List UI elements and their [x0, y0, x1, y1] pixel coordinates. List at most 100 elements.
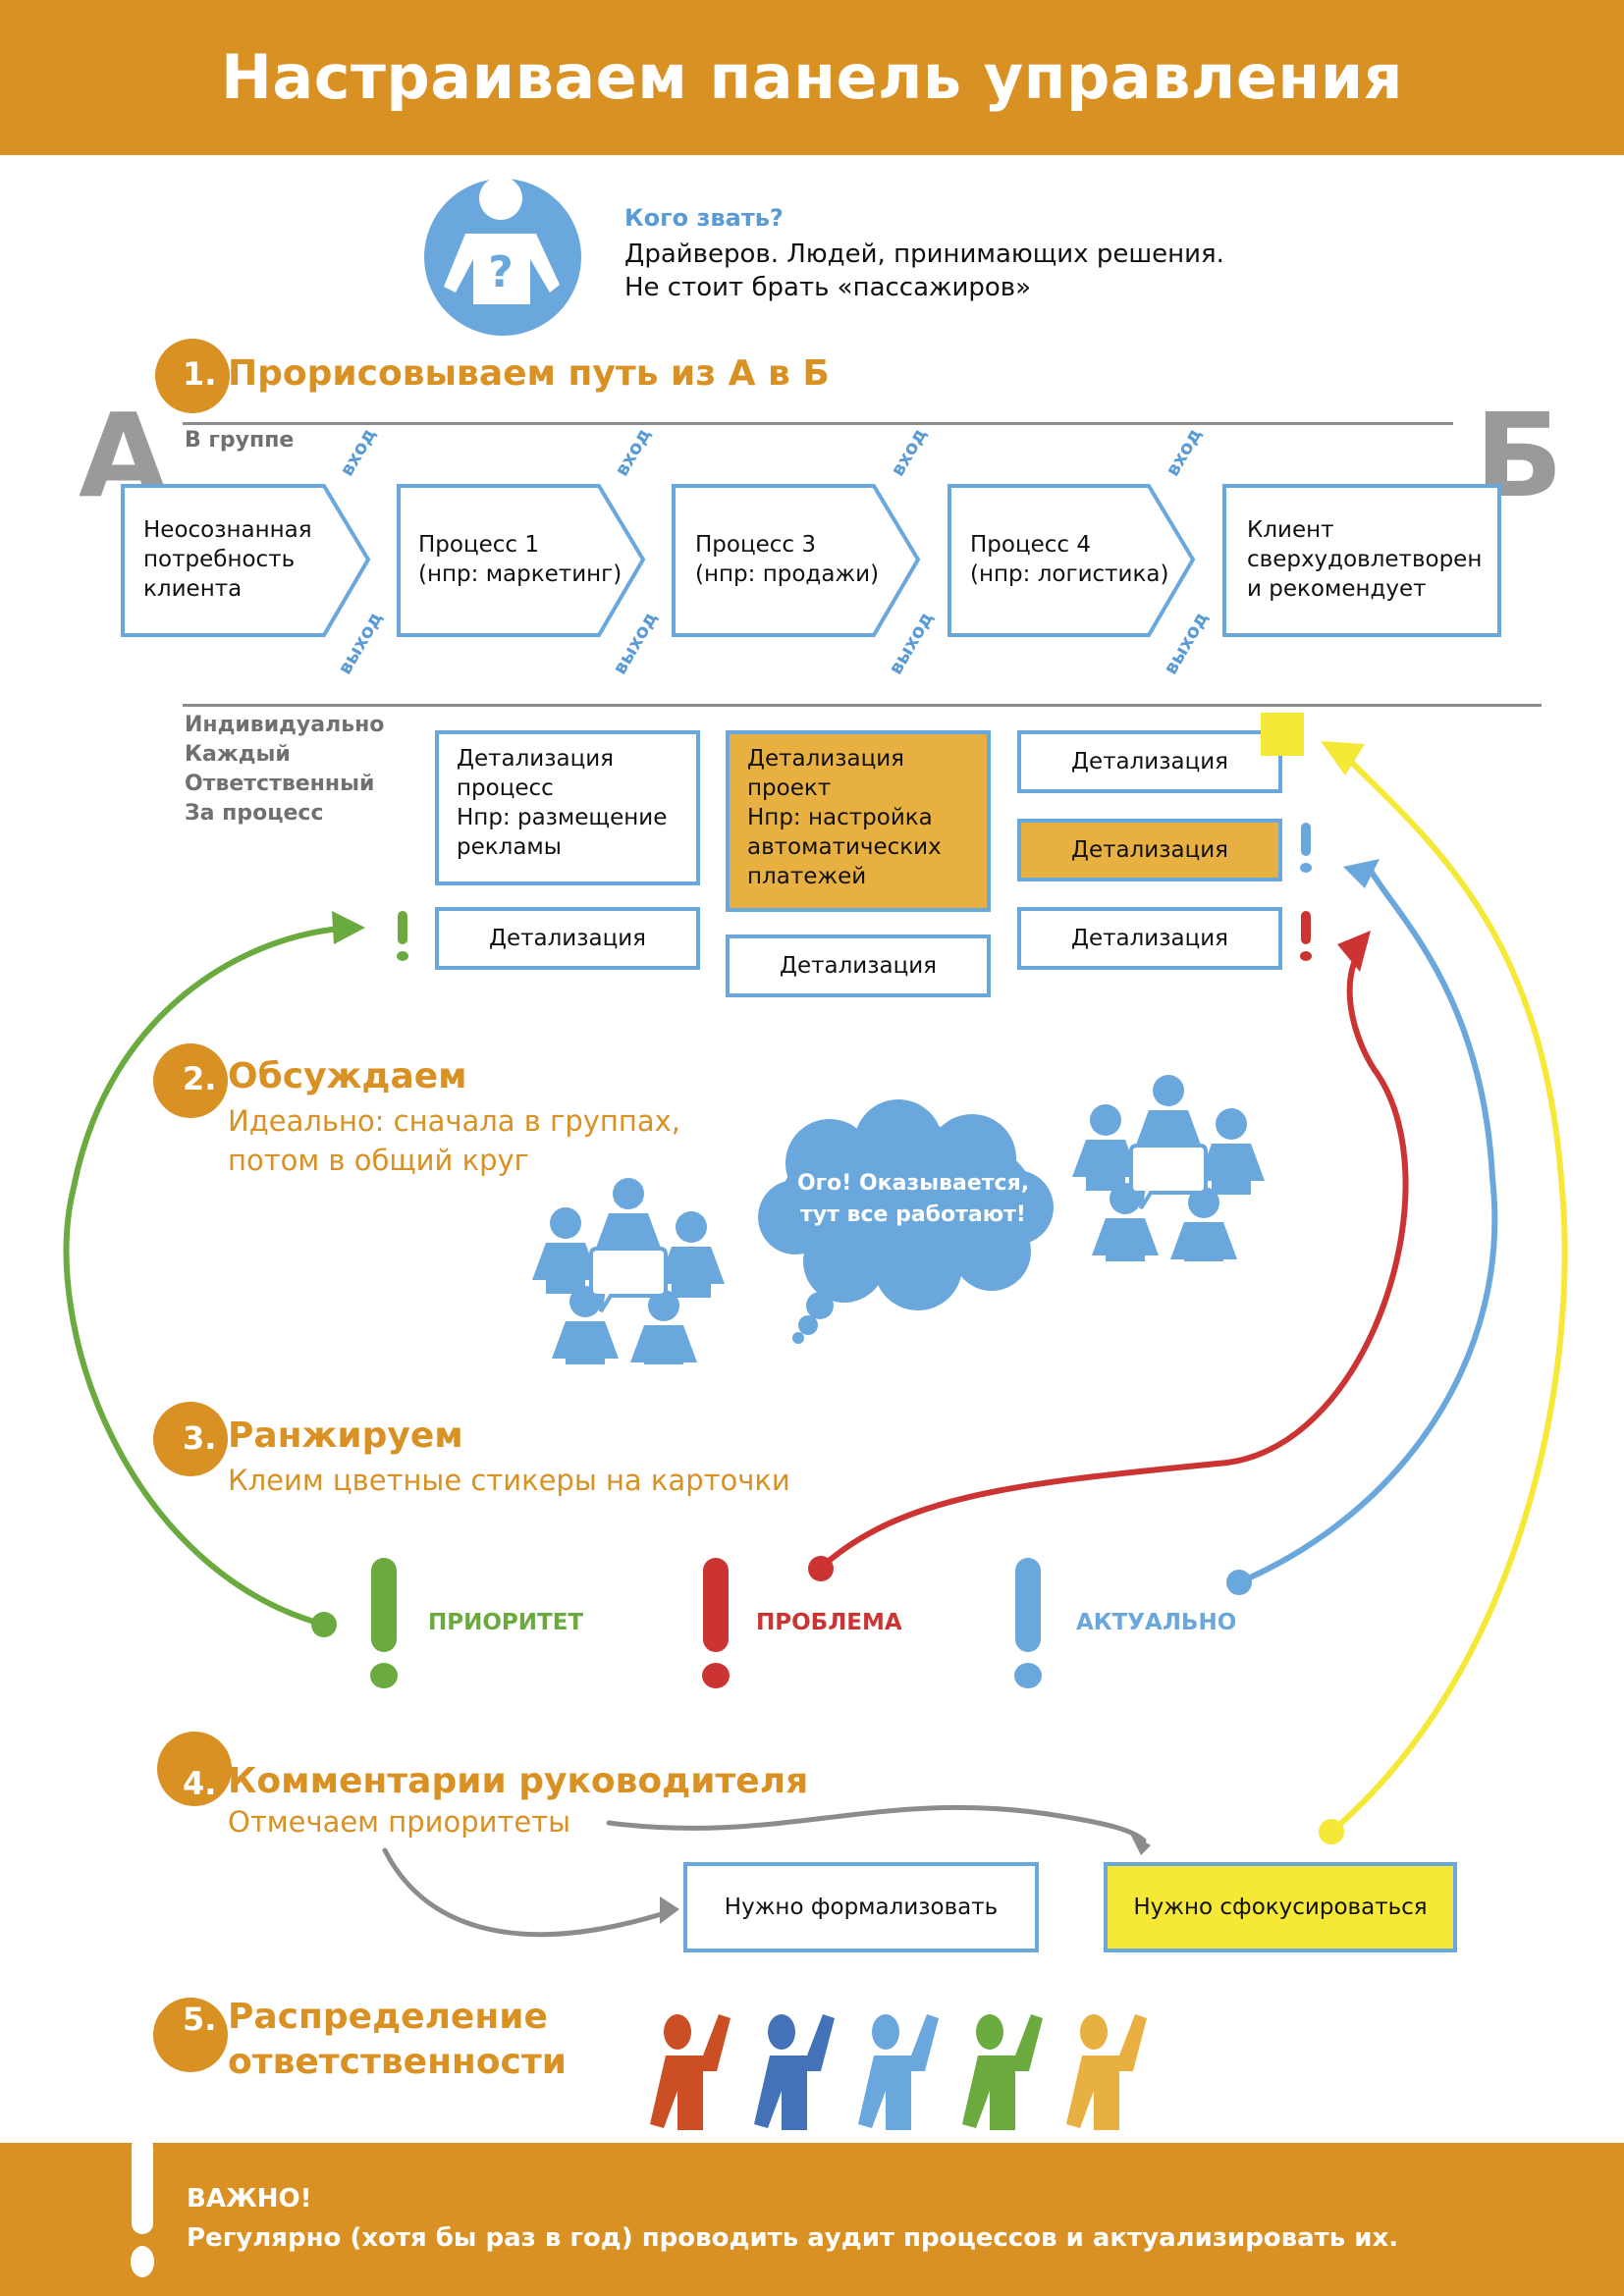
card-line: процесс [457, 775, 554, 801]
green-arrow-start-dot [311, 1612, 337, 1637]
group-label: В группе [185, 428, 295, 453]
divider-individual [183, 704, 1542, 707]
detail-card[interactable]: Детализация [726, 934, 991, 997]
gray-arrowhead-formalize [660, 1896, 679, 1924]
footer-title: ВАЖНО! [187, 2184, 312, 2214]
step-5-title: Распределение [228, 1997, 548, 2037]
output-label: выход [334, 608, 387, 679]
raised-hand-person-icon [1066, 2014, 1147, 2130]
focus-card[interactable]: Нужно сфокусироваться [1104, 1862, 1457, 1952]
raised-hand-person-icon [858, 2014, 939, 2130]
individual-label-line: Каждый [185, 742, 291, 767]
process-1-text: Процесс 1 (нпр: маркетинг) [418, 530, 622, 589]
group-discussion-icon [1072, 1075, 1265, 1261]
process-3-line: Процесс 4 [970, 532, 1092, 558]
step-5-badge [153, 1998, 228, 2072]
gray-arrowhead-focus [1129, 1832, 1151, 1855]
process-0-line: клиента [143, 576, 243, 602]
step-4-number: 4. [183, 1765, 217, 1802]
output-label: выход [1160, 608, 1213, 679]
step-1-number: 1. [183, 355, 217, 393]
yellow-arrowhead [1321, 741, 1365, 775]
green-exclamation-icon [397, 911, 408, 961]
formalize-card[interactable]: Нужно формализовать [683, 1862, 1039, 1952]
process-0-line: потребность [143, 547, 296, 572]
step-1-badge [155, 339, 230, 413]
raised-hand-person-icon [650, 2014, 731, 2130]
sticker-label-priority: ПРИОРИТЕТ [428, 1610, 584, 1635]
step-5-title-line-2: ответственности [228, 2042, 567, 2082]
yellow-arrow [1328, 753, 1568, 1835]
step-4-badge [157, 1732, 232, 1806]
step-4-title: Комментарии руководителя [228, 1761, 809, 1801]
raised-hand-person-icon [754, 2014, 835, 2130]
step-1-title: Прорисовываем путь из А в Б [228, 353, 830, 394]
unknown-person-icon: ? [424, 177, 581, 336]
yellow-arrow-start-dot [1319, 1819, 1344, 1844]
process-3-line: (нпр: логистика) [970, 561, 1169, 587]
output-label: выход [885, 608, 938, 679]
sticker-label-problem: ПРОБЛЕМА [756, 1610, 902, 1635]
gray-arrow-to-focus [606, 1804, 1147, 1843]
cloud-text: Ого! Оказывается, тут все работают! [776, 1168, 1051, 1231]
card-line: автоматических [747, 834, 942, 860]
step-5-number: 5. [183, 2001, 217, 2038]
blue-arrow-start-dot [1226, 1570, 1252, 1595]
individual-label-line: Индивидуально [185, 713, 385, 737]
process-2-text: Процесс 3 (нпр: продажи) [695, 530, 879, 589]
process-4-line: сверхудовлетворен [1247, 547, 1483, 572]
card-line: Детализация [747, 746, 905, 772]
card-line: Нпр: размещение [457, 805, 668, 830]
process-4-text: Клиент сверхудовлетворен и рекомендует [1247, 515, 1482, 604]
footer-text: Регулярно (хотя бы раз в год) проводить … [187, 2223, 1399, 2253]
card-line: Детализация [457, 746, 615, 772]
card-line: рекламы [457, 834, 562, 860]
gray-arrow-to-formalize [382, 1847, 671, 1938]
detail-card[interactable]: Детализация [435, 907, 700, 970]
process-3-text: Процесс 4 (нпр: логистика) [970, 530, 1168, 589]
who-answer-line-2: Не стоит брать «пассажиров» [624, 273, 1031, 302]
priority-exclamation-icon [370, 1558, 398, 1688]
process-2-line: (нпр: продажи) [695, 561, 880, 587]
blue-arrowhead [1343, 859, 1380, 888]
page-title: Настраиваем панель управления [221, 41, 1403, 113]
individual-label-line: За процесс [185, 801, 324, 826]
step-3-title: Ранжируем [228, 1415, 463, 1456]
responsible-people [638, 2012, 1188, 2130]
subtitle-line: Идеально: сначала в группах, [228, 1104, 680, 1138]
detail-card-project[interactable]: Детализация проект Нпр: настройка автома… [726, 730, 991, 912]
output-label: выход [609, 608, 662, 679]
red-arrow-start-dot [808, 1556, 834, 1581]
raised-hand-person-icon [962, 2014, 1043, 2130]
step-2-title: Обсуждаем [228, 1056, 467, 1096]
step-3-subtitle: Клеим цветные стикеры на карточки [228, 1464, 790, 1497]
process-4-line: Клиент [1247, 517, 1334, 543]
process-1-line: Процесс 1 [418, 532, 540, 558]
green-arrow [63, 925, 356, 1628]
detail-card[interactable]: Детализация [1017, 907, 1282, 970]
red-arrowhead [1337, 931, 1371, 972]
detail-card-process[interactable]: Детализация процесс Нпр: размещение рекл… [435, 730, 700, 885]
detail-card[interactable]: Детализация [1017, 819, 1282, 881]
step-2-number: 2. [183, 1060, 217, 1097]
individual-label: Индивидуально Каждый Ответственный За пр… [185, 711, 384, 828]
footer-bar [0, 2143, 1624, 2296]
process-2-line: Процесс 3 [695, 532, 817, 558]
who-question: Кого звать? [624, 204, 784, 232]
header-bar [0, 0, 1624, 155]
detail-card[interactable]: Детализация [1017, 730, 1282, 793]
process-1-line: (нпр: маркетинг) [418, 561, 623, 587]
process-0-text: Неосознанная потребность клиента [143, 515, 312, 604]
input-label: вход [887, 424, 932, 480]
who-answer-line-1: Драйверов. Людей, принимающих решения. [624, 240, 1224, 269]
input-label: вход [336, 424, 381, 480]
yellow-sticker [1261, 713, 1304, 756]
green-arrowhead [332, 911, 365, 944]
process-0-line: Неосознанная [143, 517, 312, 543]
cloud-line: тут все работают! [800, 1202, 1026, 1227]
card-line: Нпр: настройка [747, 805, 933, 830]
relevant-exclamation-icon [1014, 1558, 1042, 1688]
step-3-number: 3. [183, 1419, 217, 1457]
end-letter: Б [1475, 388, 1563, 523]
blue-exclamation-icon [1300, 823, 1312, 873]
